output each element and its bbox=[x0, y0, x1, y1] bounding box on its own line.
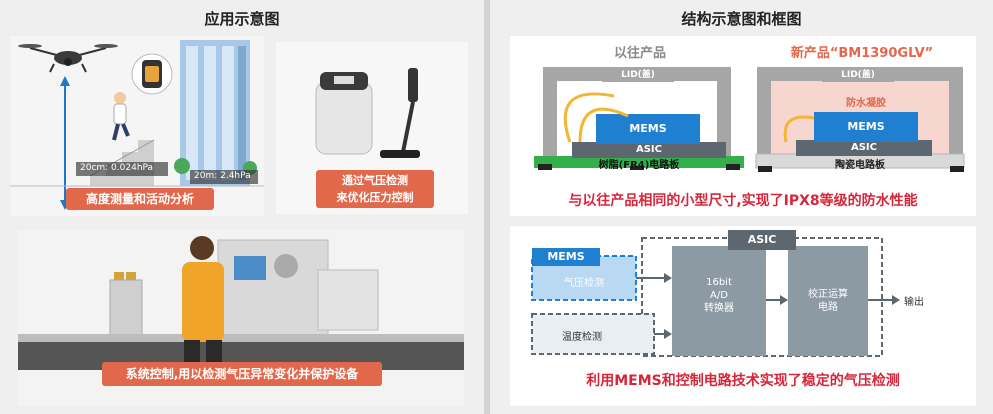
application-panel: 应用示意图 bbox=[0, 0, 484, 414]
rice-cooker-icon bbox=[315, 72, 373, 155]
application-title: 应用示意图 bbox=[204, 10, 280, 28]
stairs-pressure-label: 20cm: 0.024hPa bbox=[80, 163, 154, 173]
drone-icon bbox=[18, 44, 118, 73]
output-label: 输出 bbox=[904, 297, 924, 308]
vacuum-cleaner-icon bbox=[380, 68, 420, 158]
old-product-title: 以往产品 bbox=[613, 46, 666, 61]
asic-block-label: ASIC bbox=[728, 230, 796, 250]
new-asic-label: ASIC bbox=[850, 142, 877, 153]
adc-block: 16bit A/D 转换器 bbox=[672, 276, 766, 315]
new-mems-label: MEMS bbox=[847, 120, 885, 133]
new-product-title: 新产品“BM1390GLV” bbox=[790, 46, 934, 61]
calc-block: 校正运算 电路 bbox=[788, 288, 868, 314]
structure-card: 以往产品 新产品“BM1390GLV” bbox=[510, 36, 976, 216]
walker-figure bbox=[112, 92, 130, 141]
structure-panel: 结构示意图和框图 以往产品 新产品“BM1390GLV” bbox=[490, 0, 993, 414]
calc-line2: 电路 bbox=[818, 302, 838, 313]
pressure-detect-label: 气压检测 bbox=[564, 278, 604, 289]
adc-line3: 转换器 bbox=[704, 303, 734, 314]
robot-arms bbox=[109, 272, 143, 341]
building-illustration bbox=[174, 40, 257, 186]
smartwatch-icon bbox=[131, 53, 173, 95]
altitude-illustration bbox=[10, 40, 264, 210]
adc-line2: A/D bbox=[710, 290, 728, 301]
old-lid-label: LID(盖) bbox=[602, 68, 674, 82]
pressure-control-line1: 通过气压检测 bbox=[342, 174, 408, 187]
waterproof-statement: 与以往产品相同的小型尺寸,实现了IPX8等级的防水性能 bbox=[568, 193, 918, 209]
system-control-pill: 系统控制,用以检测气压异常变化并保护设备 bbox=[102, 362, 382, 386]
panel-divider bbox=[484, 0, 490, 414]
altitude-card: 20cm: 0.024hPa 20m: 2.4hPa 高度测量和活动分析 bbox=[10, 36, 264, 216]
new-lid-label: LID(盖) bbox=[822, 68, 894, 82]
building-pressure-label: 20m: 2.4hPa bbox=[194, 171, 251, 181]
factory-machine bbox=[217, 239, 379, 341]
mems-block-label: MEMS bbox=[532, 248, 600, 266]
altitude-pill: 高度测量和活动分析 bbox=[66, 188, 214, 210]
block-diagram-card: ASIC MEMS 气压检测 温度检测 16bit A/D 转换器 校正运算 电… bbox=[510, 226, 976, 406]
pressure-control-line2: 来优化压力控制 bbox=[336, 191, 414, 204]
factory-card: 系统控制,用以检测气压异常变化并保护设备 bbox=[18, 230, 464, 406]
pressure-control-pill: 通过气压检测 来优化压力控制 bbox=[316, 170, 434, 208]
old-asic-label: ASIC bbox=[635, 144, 662, 155]
old-mems-label: MEMS bbox=[629, 122, 667, 135]
gel-label: 防水凝胶 bbox=[846, 98, 886, 109]
appliance-card: 通过气压检测 来优化压力控制 bbox=[276, 42, 468, 214]
worker-figure bbox=[182, 236, 224, 380]
temperature-detect-label: 温度检测 bbox=[562, 332, 602, 343]
adc-line1: 16bit bbox=[706, 277, 732, 288]
new-board-label: 陶瓷电路板 bbox=[835, 160, 885, 171]
structure-title: 结构示意图和框图 bbox=[681, 10, 802, 28]
old-board-label: 树脂(FR4)电路板 bbox=[598, 160, 680, 171]
stability-statement: 利用MEMS和控制电路技术实现了稳定的气压检测 bbox=[586, 373, 900, 389]
appliance-illustration bbox=[315, 68, 420, 158]
calc-line1: 校正运算 bbox=[808, 289, 848, 300]
